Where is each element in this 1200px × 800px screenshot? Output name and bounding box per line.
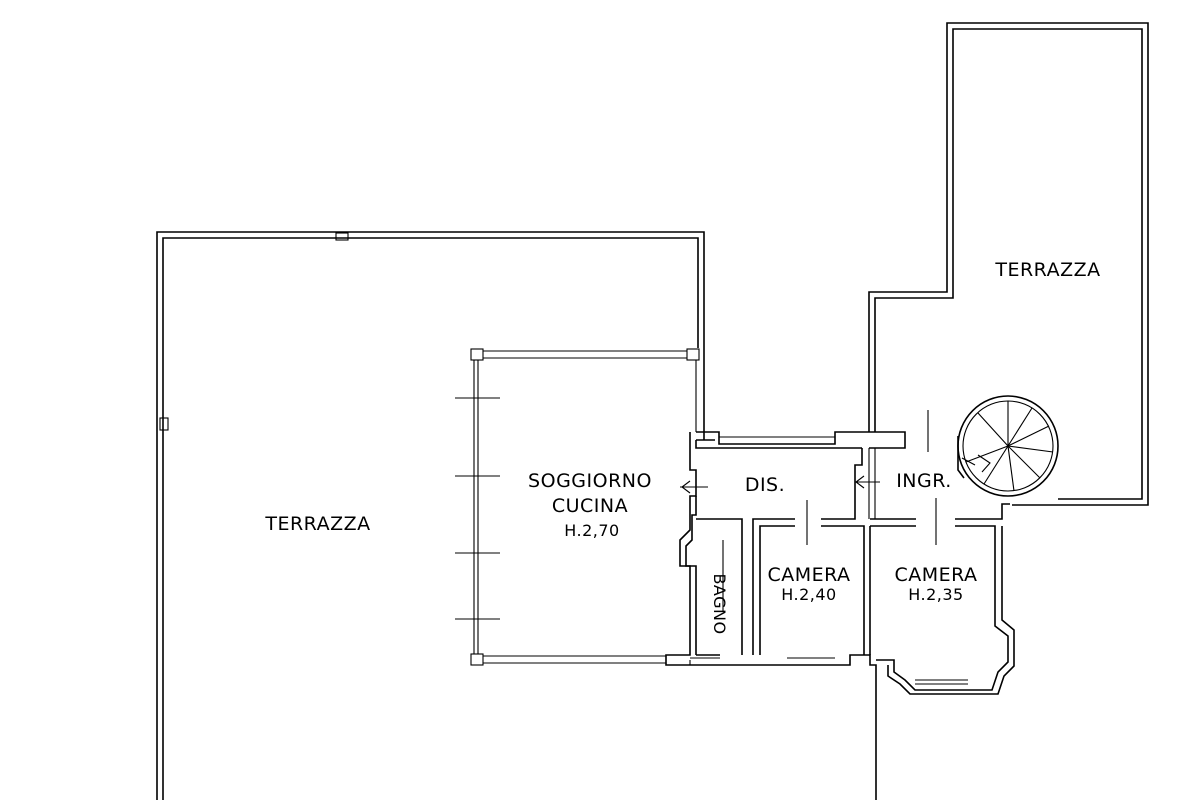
room-label-soggiorno: SOGGIORNO [528, 470, 652, 492]
room-height-camera-2: H.2,35 [908, 585, 963, 604]
room-label-terrazza-right: TERRAZZA [994, 259, 1100, 281]
room-label-camera-2: CAMERA [894, 564, 977, 586]
spiral-staircase [957, 395, 1059, 497]
room-height-camera-1: H.2,40 [781, 585, 836, 604]
room-height-soggiorno: H.2,70 [564, 521, 619, 540]
room-label-ingr: INGR. [896, 470, 952, 492]
room-label-camera-1: CAMERA [767, 564, 850, 586]
living-room-walls [455, 348, 700, 666]
room-label-terrazza-left: TERRAZZA [264, 513, 370, 535]
apartment-walls [665, 431, 1015, 800]
terrace-right-outline [868, 22, 1149, 506]
room-label-cucina: CUCINA [552, 495, 628, 517]
terrace-left-outline [156, 231, 705, 800]
room-label-dis: DIS. [745, 474, 785, 496]
room-label-bagno: BAGNO [710, 573, 729, 634]
door-markers [680, 410, 937, 612]
